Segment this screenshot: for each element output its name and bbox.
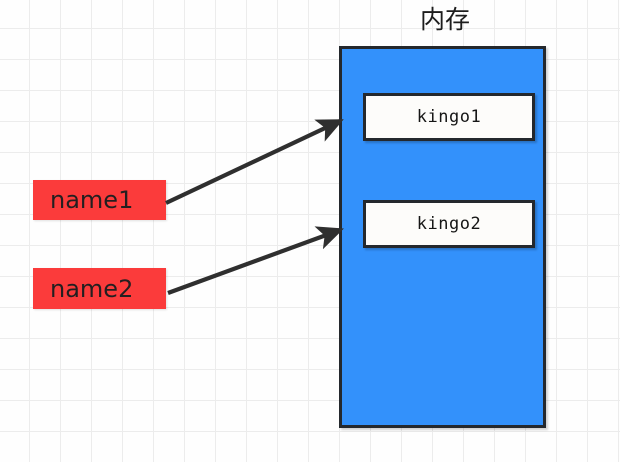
page-title: 内存 [419, 5, 470, 34]
variable-box-name1: name1 [33, 180, 166, 220]
memory-slot-1: kingo1 [363, 93, 535, 141]
memory-slot-2: kingo2 [363, 200, 535, 248]
memory-slot-2-label: kingo2 [416, 214, 482, 234]
memory-container: kingo1 kingo2 [339, 46, 546, 428]
variable-box-name1-label: name1 [50, 186, 134, 214]
memory-slot-1-label: kingo1 [416, 107, 482, 127]
variable-box-name2: name2 [33, 268, 166, 309]
variable-box-name2-label: name2 [50, 274, 134, 303]
arrow-name1-to-kingo1 [165, 119, 344, 205]
arrow-name2-to-kingo2 [167, 226, 344, 295]
